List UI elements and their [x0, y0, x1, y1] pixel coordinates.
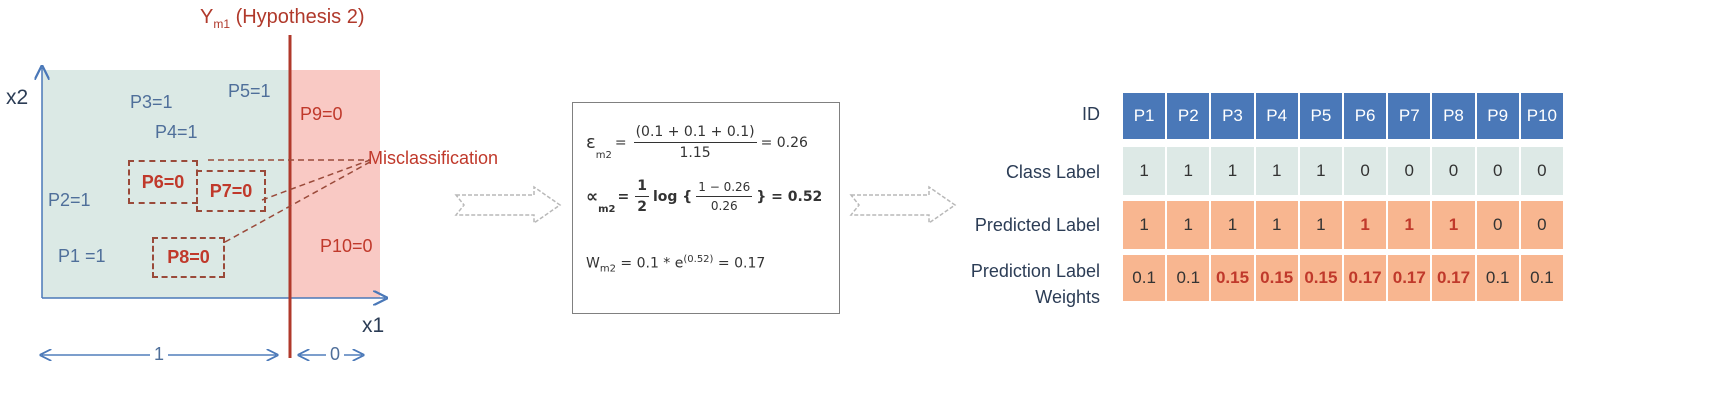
- predicted-label-cell-8: 1: [1431, 200, 1476, 250]
- point-p7-box: P7=0: [196, 170, 266, 212]
- class-label-cell-7: 0: [1387, 146, 1432, 196]
- predicted-label-cell-3: 1: [1210, 200, 1255, 250]
- weight-cell-3: 0.15: [1210, 254, 1255, 302]
- point-p6-box: P6=0: [128, 160, 198, 204]
- row-label-weights-line1: Prediction Label: [970, 261, 1100, 281]
- region-class-1: [42, 70, 290, 298]
- misclassification-label: Misclassification: [368, 148, 499, 168]
- row-label-weights-line2: Weights: [1035, 287, 1100, 307]
- formula-box: [572, 102, 840, 314]
- feature-space-plot: [0, 35, 560, 405]
- point-p8-box: P8=0: [152, 237, 225, 278]
- class-label-cell-6: 0: [1343, 146, 1388, 196]
- class-label-cell-5: 1: [1298, 146, 1343, 196]
- connector-p8: [224, 161, 371, 243]
- weight-cell-2: 0.1: [1166, 254, 1211, 302]
- predicted-label-cell-6: 1: [1343, 200, 1388, 250]
- id-cell-8: P8: [1431, 92, 1476, 140]
- predicted-label-cell-9: 0: [1475, 200, 1520, 250]
- class-label-cell-3: 1: [1210, 146, 1255, 196]
- id-cell-10: P10: [1519, 92, 1564, 140]
- predicted-label-cell-10: 0: [1519, 200, 1564, 250]
- id-cell-2: P2: [1166, 92, 1211, 140]
- flow-arrow-1: [454, 185, 562, 225]
- weight-cell-9: 0.1: [1475, 254, 1520, 302]
- class-label-cell-9: 0: [1475, 146, 1520, 196]
- hypothesis-title: Ym1 (Hypothesis 2): [200, 6, 365, 31]
- point-p6: P6=0: [141, 171, 185, 192]
- id-cell-5: P5: [1298, 92, 1343, 140]
- weight-cell-8: 0.17: [1431, 254, 1476, 302]
- width-label-right: 0: [326, 344, 345, 365]
- weight-cell-1: 0.1: [1122, 254, 1167, 302]
- point-p8: P8=0: [167, 247, 210, 267]
- id-cell-7: P7: [1387, 92, 1432, 140]
- row-label-weights: Prediction Label Weights: [920, 258, 1100, 310]
- predicted-label-cell-4: 1: [1254, 200, 1299, 250]
- row-label-predicted: Predicted Label: [974, 215, 1100, 235]
- predicted-label-cell-7: 1: [1387, 200, 1432, 250]
- row-label-id: ID: [1082, 104, 1100, 124]
- row-label-class: Class Label: [1005, 162, 1100, 182]
- weight-formula: Wm2 = 0.1 * e(0.52) = 0.17: [586, 254, 766, 275]
- id-cell-6: P6: [1343, 92, 1388, 140]
- predicted-label-cell-5: 1: [1298, 200, 1343, 250]
- weight-cell-7: 0.17: [1387, 254, 1432, 302]
- x-axis-label: x1: [362, 314, 385, 337]
- point-p1: P1 =1: [58, 246, 106, 266]
- id-cell-1: P1: [1122, 92, 1167, 140]
- class-label-cell-8: 0: [1431, 146, 1476, 196]
- predicted-label-cell-2: 1: [1166, 200, 1211, 250]
- point-p5: P5=1: [228, 81, 271, 101]
- point-p3: P3=1: [130, 92, 173, 112]
- weight-cell-4: 0.15: [1254, 254, 1299, 302]
- connector-p7: [261, 159, 371, 201]
- class-label-cell-2: 1: [1166, 146, 1211, 196]
- predicted-label-cell-1: 1: [1122, 200, 1167, 250]
- width-label-left: 1: [150, 344, 169, 365]
- id-cell-4: P4: [1254, 92, 1299, 140]
- weight-cell-10: 0.1: [1519, 254, 1564, 302]
- point-p9: P9=0: [300, 104, 343, 124]
- point-p2: P2=1: [48, 190, 91, 210]
- weight-cell-6: 0.17: [1343, 254, 1388, 302]
- point-p10: P10=0: [320, 236, 373, 256]
- weight-cell-5: 0.15: [1298, 254, 1343, 302]
- y-axis-label: x2: [6, 86, 29, 109]
- class-label-cell-4: 1: [1254, 146, 1299, 196]
- class-label-cell-10: 0: [1519, 146, 1564, 196]
- point-p7: P7=0: [209, 180, 253, 201]
- id-cell-3: P3: [1210, 92, 1255, 140]
- id-cell-9: P9: [1475, 92, 1520, 140]
- flow-arrow-2: [849, 185, 957, 225]
- point-p4: P4=1: [155, 122, 198, 142]
- class-label-cell-1: 1: [1122, 146, 1167, 196]
